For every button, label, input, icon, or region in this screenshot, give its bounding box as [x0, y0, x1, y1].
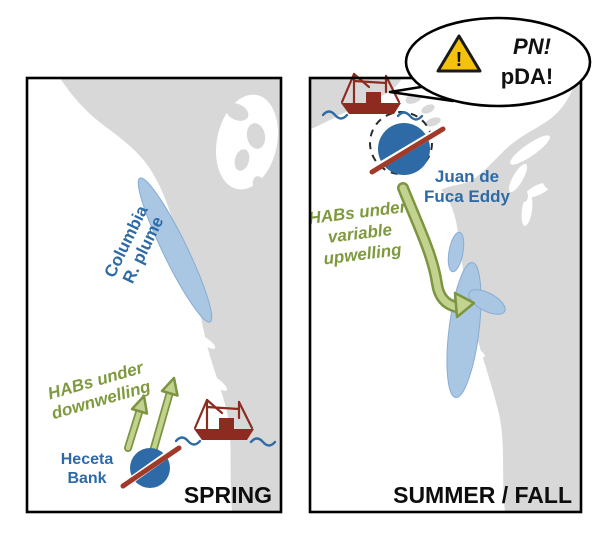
red-slash-icon	[369, 126, 446, 175]
island	[421, 104, 435, 114]
columbia-river-plume	[137, 177, 213, 323]
juan-de-fuca-eddy-label-line2: Fuca Eddy	[424, 187, 511, 206]
spring-panel-map	[60, 78, 281, 512]
warning-exclamation: !	[456, 49, 463, 71]
island	[530, 163, 542, 173]
bubble-text-pda: pDA!	[501, 64, 554, 89]
summer-fall-season-label: SUMMER / FALL	[393, 482, 572, 508]
sound-channel	[521, 194, 533, 226]
sound-channel	[510, 135, 550, 165]
heceta-bank-label-line1: Heceta	[61, 451, 114, 468]
heceta-bank-label-line2: Bank	[67, 470, 106, 487]
island	[225, 103, 249, 121]
island	[425, 117, 441, 127]
spring-panel-border	[25, 76, 283, 514]
warning-triangle-icon	[436, 34, 482, 73]
island	[234, 149, 250, 171]
speech-bubble-body	[404, 16, 592, 108]
heceta-bank-eddy-circle-icon	[120, 445, 182, 489]
eddy-rotation-ring	[369, 111, 433, 175]
island	[246, 123, 266, 149]
island	[252, 176, 266, 194]
sound-channel	[525, 182, 551, 198]
arrow-head	[160, 376, 179, 397]
summer-panel-map	[311, 78, 581, 512]
bubble-text-pn: PN!	[513, 34, 551, 59]
spring-season-label: SPRING	[184, 482, 272, 508]
juan-de-fuca-eddy-label-line1: Juan de	[435, 167, 499, 186]
coastline-land	[60, 78, 281, 512]
variable-upwelling-arrow	[397, 182, 476, 319]
juan-de-fuca-eddy-circle-icon	[369, 111, 446, 175]
island	[542, 175, 554, 189]
arrow-head	[453, 291, 476, 319]
fishing-boat-icon	[321, 72, 424, 121]
estuary-inlet	[211, 377, 227, 391]
fishing-boat-icon	[174, 398, 277, 447]
downwelling-arrows	[124, 376, 179, 459]
red-slash-icon	[120, 445, 182, 489]
toxin-warning-speech-bubble: ! PN! pDA!	[388, 16, 592, 108]
island	[520, 190, 528, 202]
sound-channel	[508, 163, 528, 193]
estuary-inlet	[196, 335, 216, 349]
puget-sound-water	[216, 94, 278, 190]
arrow-head	[130, 394, 149, 415]
